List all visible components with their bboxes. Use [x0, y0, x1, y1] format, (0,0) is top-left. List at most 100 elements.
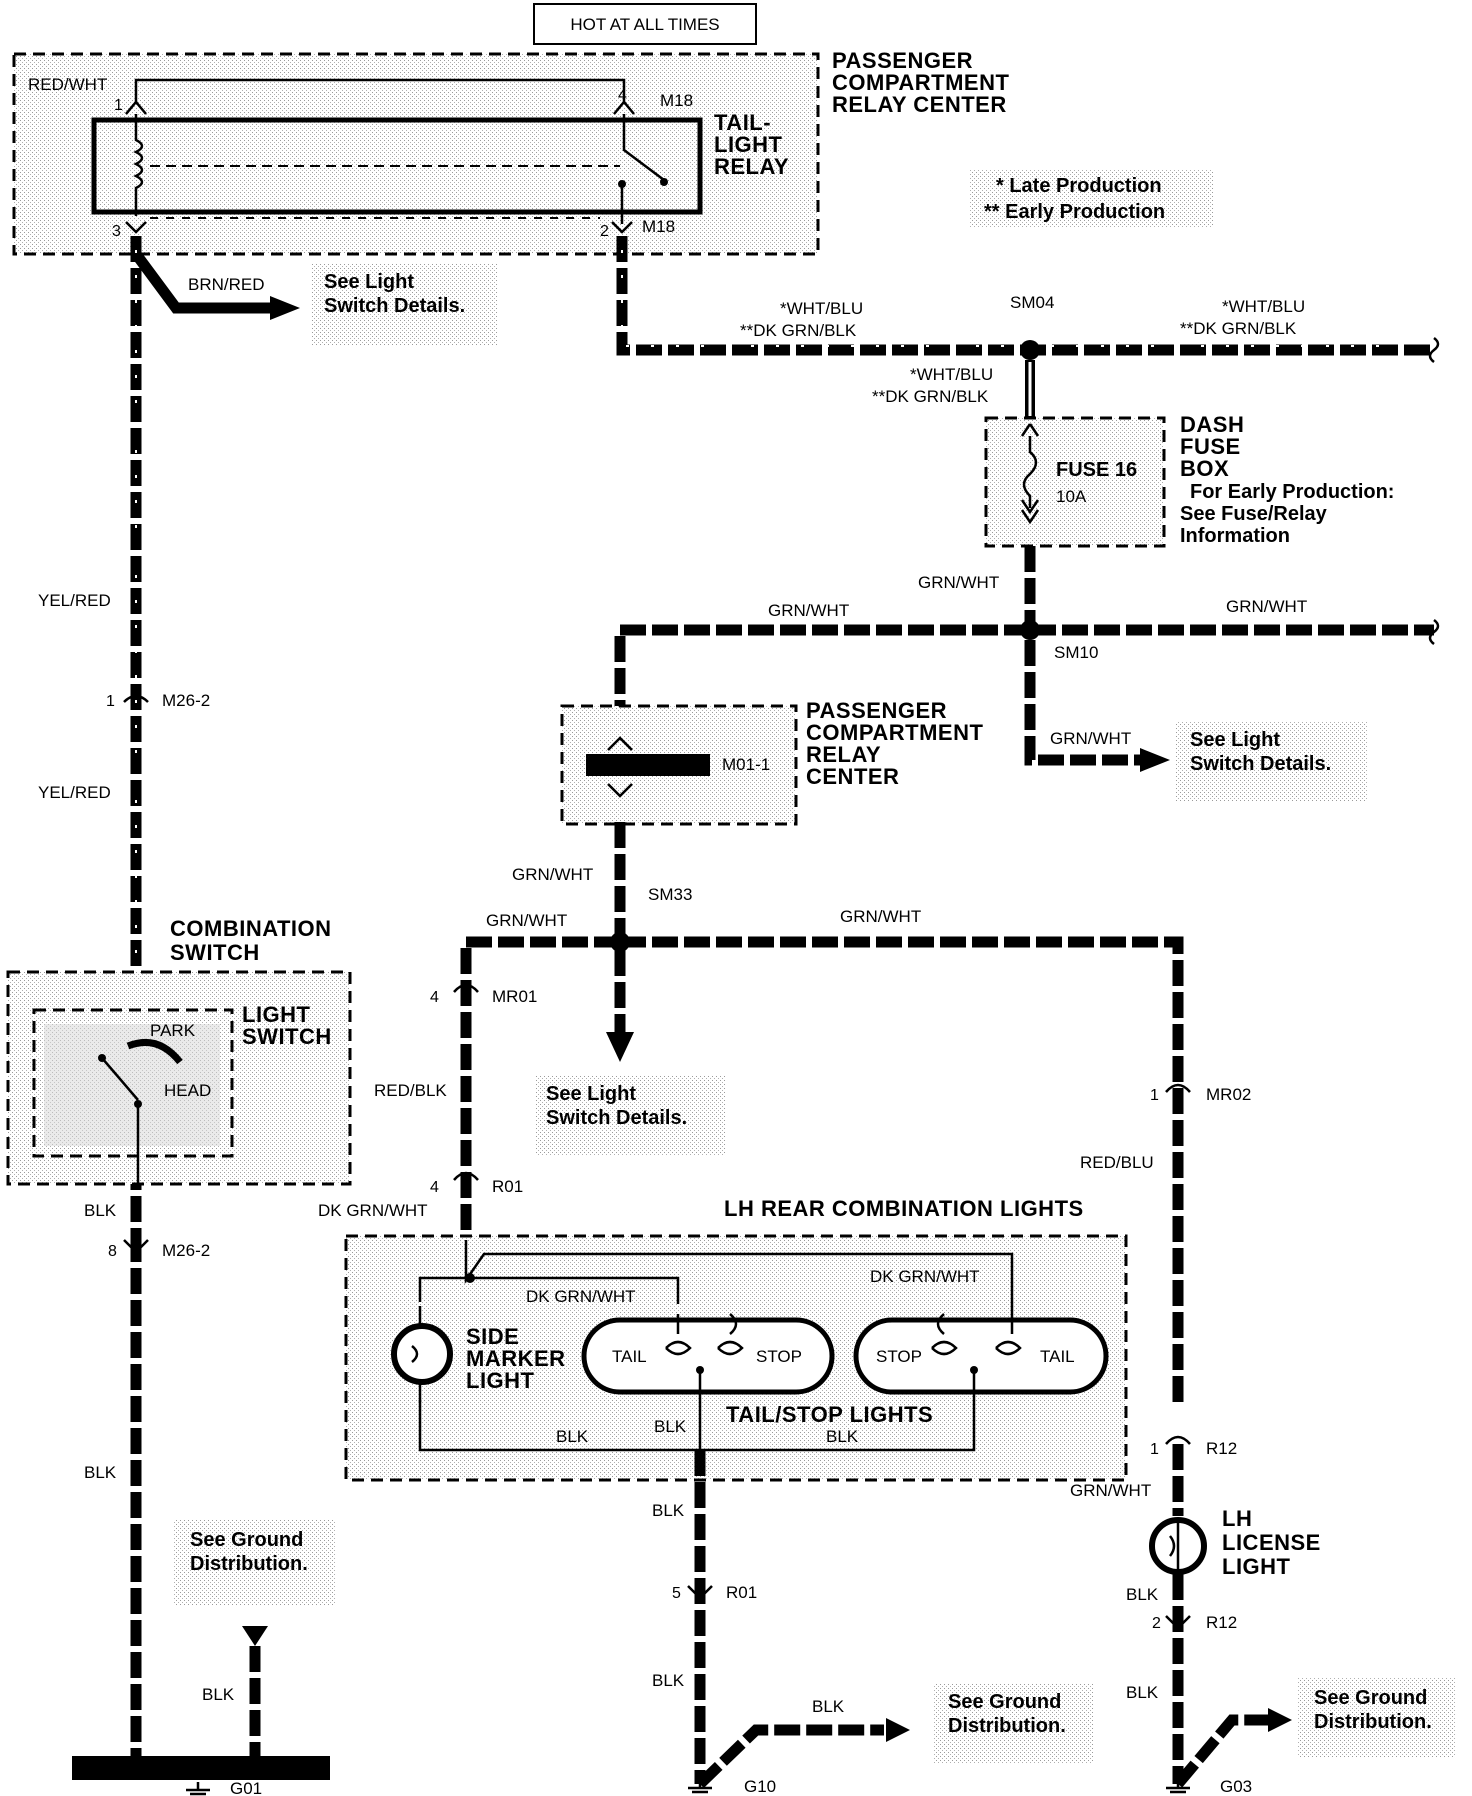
hot-label: HOT AT ALL TIMES [570, 15, 719, 34]
tail-light-relay-label-2: LIGHT [714, 132, 783, 157]
relay-pin2-wire-white [621, 250, 1420, 347]
sm10-down-arrow [1140, 748, 1170, 772]
m26-2-connector-2 [123, 1239, 149, 1254]
dk-grn-blk-label-1: **DK GRN/BLK [740, 321, 857, 340]
see-ground-1-line1: See Ground [190, 1529, 303, 1551]
right-lamp-junction [970, 1366, 978, 1374]
see-light-switch-1-line1: See Light [324, 271, 414, 293]
relay-pin2-wire-down [616, 236, 1434, 356]
m01-1-connector-bottom [607, 783, 633, 798]
see-ground-2-shade [934, 1684, 1094, 1764]
side-marker-filament [411, 1306, 422, 1402]
relay-center-mid-title-3: RELAY [806, 742, 881, 767]
r12-pin-top: 1 [1150, 1441, 1159, 1458]
dash-fuse-box-note-1: For Early Production: [1190, 481, 1394, 503]
relay-coil [133, 114, 144, 216]
m26-2-pin-1: 1 [106, 693, 115, 710]
r01-label-top: R01 [492, 1177, 523, 1196]
tail-light-relay-label-1: TAIL- [714, 110, 771, 135]
dash-fuse-box-title-2: FUSE [1180, 434, 1241, 459]
g10-label: G10 [744, 1777, 776, 1796]
pin1-connector [125, 100, 147, 115]
wire-break-right-1 [1428, 337, 1440, 363]
blk-label-2: BLK [84, 1463, 117, 1482]
relay-contact-2 [660, 178, 668, 186]
see-light-switch-1-shade [312, 264, 498, 346]
dash-fuse-box-title-1: DASH [1180, 412, 1244, 437]
wht-blu-label-1: *WHT/BLU [780, 299, 863, 318]
dk-grn-wht-label-3: DK GRN/WHT [870, 1267, 980, 1286]
relay-contact-arm [622, 114, 665, 181]
see-light-switch-3-shade [536, 1076, 726, 1156]
g01-ground-bar [72, 1756, 330, 1780]
production-notes-shade [970, 170, 1214, 228]
r01-label-bottom: R01 [726, 1583, 757, 1602]
head-label: HEAD [164, 1081, 211, 1100]
park-label: PARK [150, 1021, 196, 1040]
grn-wht-label-6: GRN/WHT [486, 911, 567, 930]
fuse-16-rating: 10A [1056, 487, 1087, 506]
relay-center-top-shade [14, 54, 818, 254]
r12-pin-bottom: 2 [1152, 1615, 1161, 1632]
light-switch-park-contact [126, 1039, 183, 1065]
side-marker-label-3: LIGHT [466, 1368, 535, 1393]
wire-break-right-2 [1428, 619, 1440, 645]
see-ground-1-line2: Distribution. [190, 1553, 308, 1575]
grn-wht-label-1: GRN/WHT [918, 573, 999, 592]
see-light-switch-3-line2: Switch Details. [546, 1107, 687, 1129]
see-light-switch-2-line1: See Light [1190, 729, 1280, 751]
r01-connector-bottom [687, 1585, 713, 1600]
light-switch-box [32, 1008, 234, 1158]
pin4-connector [613, 100, 635, 115]
see-ground-1-shade [174, 1520, 336, 1606]
g03-branch-arrow [1268, 1708, 1292, 1732]
pin-4: 4 [618, 87, 627, 104]
g03-ground-symbol [1166, 1784, 1190, 1794]
red-wht-label: RED/WHT [28, 75, 107, 94]
combination-switch-title-2: SWITCH [170, 940, 260, 965]
blk-label-7: BLK [654, 1417, 687, 1436]
rear-lights-title: LH REAR COMBINATION LIGHTS [724, 1196, 1084, 1221]
mr02-pin: 1 [1150, 1087, 1159, 1104]
sm33-left-wire [460, 936, 620, 1240]
m26-2-label-2: M26-2 [162, 1241, 210, 1260]
red-wht-wire [134, 78, 626, 104]
combination-switch-box [6, 970, 352, 1186]
tail-stop-lamp-left [581, 1317, 835, 1395]
relay-center-mid-title-4: CENTER [806, 764, 899, 789]
license-light-filament [1168, 1522, 1180, 1570]
r12-label-bottom: R12 [1206, 1613, 1237, 1632]
m26-2-label-1: M26-2 [162, 691, 210, 710]
sm10-label: SM10 [1054, 643, 1098, 662]
m18-top: M18 [660, 91, 693, 110]
g03-label: G03 [1220, 1777, 1252, 1796]
license-light-title-3: LIGHT [1222, 1554, 1291, 1579]
blk-label-3: BLK [202, 1685, 235, 1704]
see-light-switch-1-line2: Switch Details. [324, 295, 465, 317]
fuse-16-symbol [1020, 423, 1040, 525]
sm04-label: SM04 [1010, 293, 1054, 312]
brn-red-wire [131, 250, 272, 314]
relay-center-top-title-1: PASSENGER [832, 48, 973, 73]
r01-connector-top [453, 1171, 479, 1181]
license-light-title-1: LH [1222, 1506, 1252, 1531]
red-blu-label: RED/BLU [1080, 1153, 1154, 1172]
sm33-down-arrow [606, 1032, 634, 1062]
g10-branch-arrow [886, 1718, 910, 1742]
dash-fuse-box-shade [986, 418, 1164, 546]
grn-wht-label-7: GRN/WHT [840, 907, 921, 926]
mr02-label: MR02 [1206, 1085, 1251, 1104]
side-marker-label-1: SIDE [466, 1324, 519, 1349]
r12-connector-top [1165, 1435, 1191, 1445]
relay-center-mid-box [560, 704, 798, 826]
brn-red-arrow [270, 296, 300, 320]
sm10-down-wire [1024, 640, 1144, 766]
rear-lights-box [344, 1234, 1128, 1482]
stop-label-right: STOP [876, 1347, 922, 1366]
fuse-16-label: FUSE 16 [1056, 459, 1137, 481]
blk-label-10: BLK [652, 1671, 685, 1690]
stop-label-left: STOP [756, 1347, 802, 1366]
g10-branch-wire [696, 1724, 884, 1788]
side-marker-bulb [391, 1323, 453, 1385]
dk-grn-blk-label-2: **DK GRN/BLK [1180, 319, 1297, 338]
